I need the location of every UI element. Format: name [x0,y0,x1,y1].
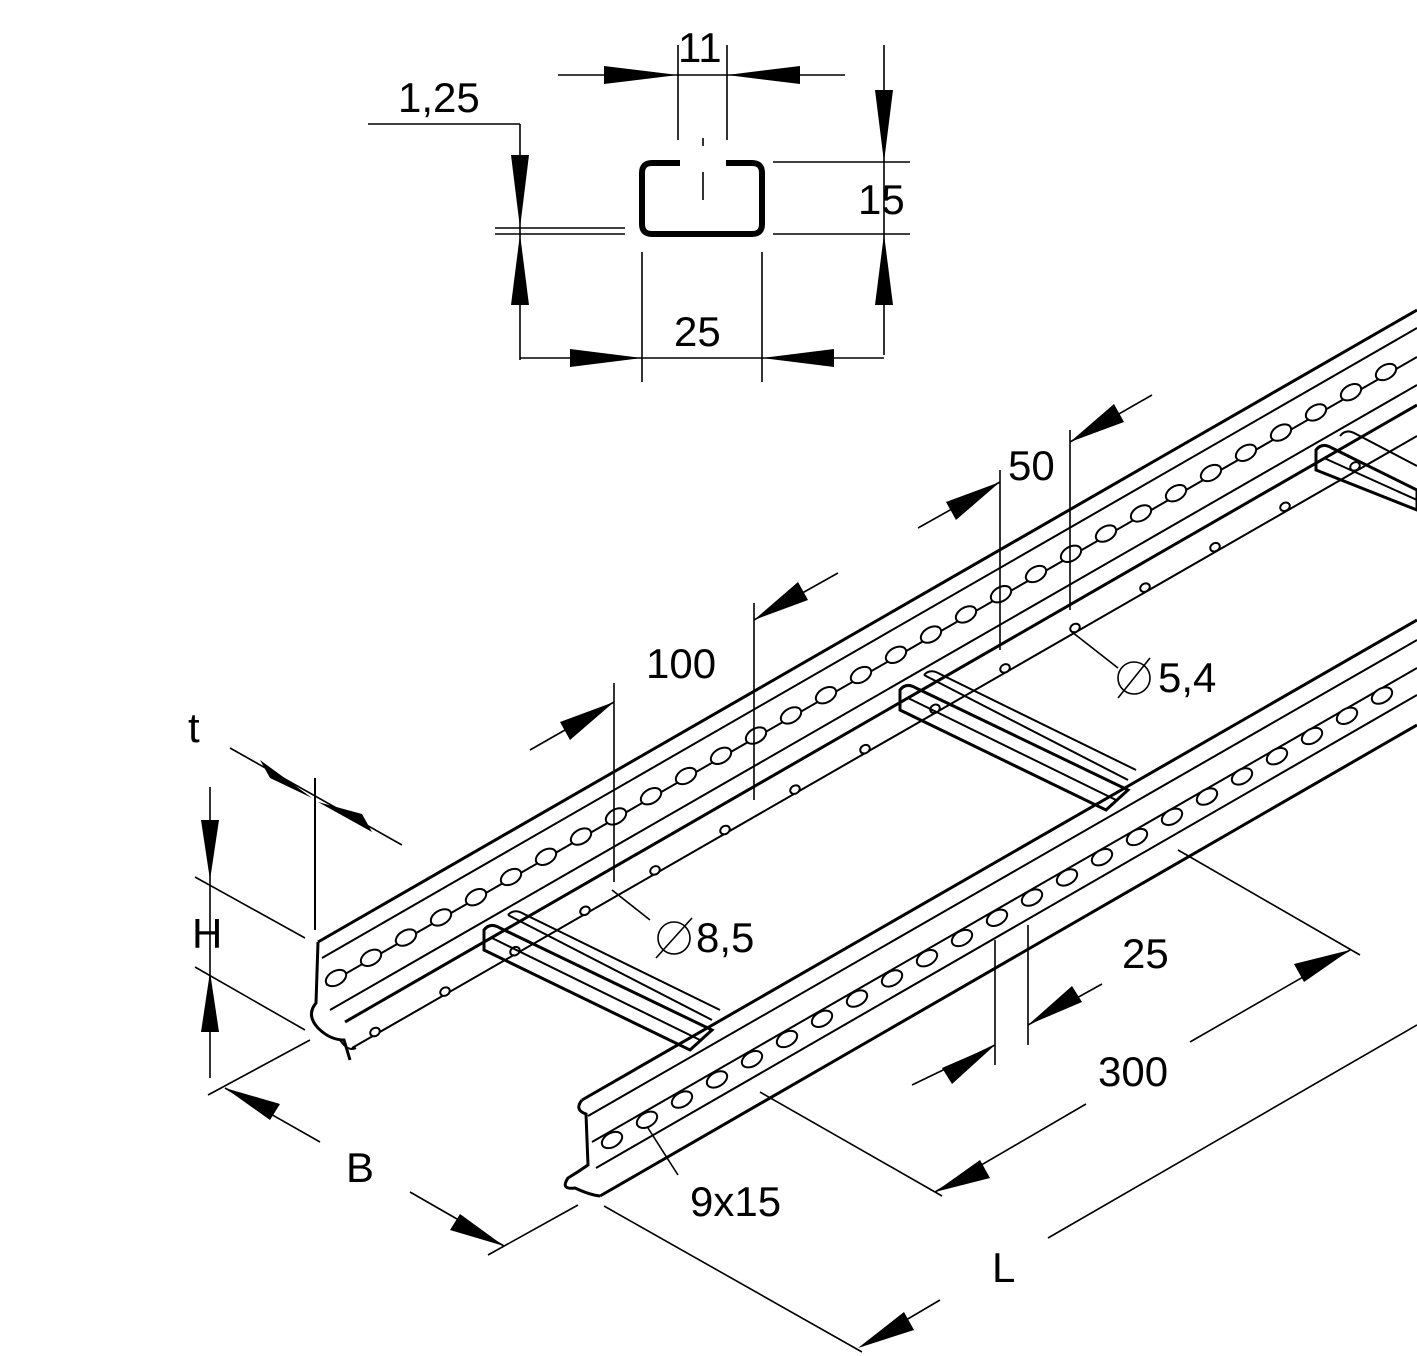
back-rail-slot [1094,524,1118,543]
front-rail-slot [1195,787,1219,806]
back-rail-slot [1024,564,1048,584]
ladder-body [310,308,1417,1198]
back-rail-slot [639,787,663,806]
label-slot-pitch-small: 50 [1008,442,1055,489]
back-rail-slots [324,362,1398,988]
front-rail-slot [1055,868,1079,887]
back-rail-hole [1349,461,1361,472]
front-rail-slot [705,1070,729,1089]
back-rail-slot [324,968,348,988]
front-rail-slot [1335,706,1359,725]
rung-1 [482,910,721,1052]
front-rail-slot [1020,888,1044,907]
label-rung-width: 25 [1122,930,1169,977]
front-rail-slot [670,1090,694,1109]
back-rail-slot [744,726,768,745]
front-rail-slot [1230,767,1254,786]
back-rail-slot [499,867,523,887]
label-profile-gap: 11 [678,24,722,71]
front-side-rail [563,618,1417,1198]
back-rail-hole [1139,582,1151,593]
front-rail-slot [1160,807,1184,826]
front-rail-slot [1125,827,1149,847]
back-rail-hole [1209,541,1221,553]
rung-2 [898,670,1137,812]
front-rail-slot [1090,848,1114,867]
label-hole-large-text: 8,5 [696,914,754,961]
label-profile-height: 15 [858,176,905,223]
back-rail-slot [394,928,418,947]
profile-section: 11 1,25 15 25 [368,24,910,382]
back-rail-slot [849,665,873,685]
back-rail-hole [369,1026,381,1038]
back-rail-slot [604,807,628,826]
back-rail-slot [1234,443,1258,462]
back-rail-hole [859,743,871,755]
rung-3 [1314,430,1417,512]
label-hole-small-text: 5,4 [1158,654,1216,701]
back-rail-slot [429,908,453,927]
front-rail-slot [985,908,1009,927]
ladder-dimensions: 50 100 5,4 8,5 t H B L 25 300 9x15 [188,394,1417,1353]
front-rail-slot [635,1110,659,1129]
back-rail-slot [1199,463,1223,483]
label-profile-width: 25 [674,308,721,355]
front-rail-slot [1265,747,1289,766]
label-slot-size: 9x15 [690,1178,781,1225]
back-rail-slot [674,766,698,786]
back-rail-slot [709,746,733,765]
back-rail-hole [579,905,591,917]
back-rail-hole [1069,622,1081,634]
front-rail-slot [600,1130,624,1150]
back-rail-hole [999,663,1011,674]
back-rail-slot [884,645,908,664]
label-hole-small: 5,4 [1117,654,1216,701]
back-rail-slot [954,605,978,624]
back-rail-slot [569,827,593,846]
back-rail-slot [1374,362,1398,382]
front-rail-slot [1370,686,1394,705]
front-rail-slot [950,928,974,948]
back-rail-slot [1339,383,1363,402]
label-hole-large: 8,5 [655,914,754,961]
label-length: L [992,1244,1015,1291]
back-rail-slot [989,585,1013,604]
front-rail-slot [915,949,939,968]
front-rail-slot [775,1029,799,1049]
back-rail-slot [814,686,838,705]
front-rail-slot [1300,726,1324,746]
back-rail-slot [779,706,803,725]
label-height: H [192,910,222,957]
front-rail-slot [880,969,904,988]
back-rail-slot [1164,484,1188,503]
back-rail-slot [1304,403,1328,422]
back-rail-hole [1279,501,1291,513]
back-rail-holes [369,461,1361,1038]
label-rung-pitch: 300 [1098,1048,1168,1095]
label-slot-pitch-large: 100 [646,640,716,687]
label-width: B [346,1144,374,1191]
back-rail-slot [464,888,488,907]
front-rail-slots [600,686,1394,1150]
back-rail-hole [789,784,801,795]
back-rail-slot [1269,423,1293,442]
back-rail-slot [359,948,383,967]
back-side-rail [310,308,1417,1061]
back-rail-slot [1129,504,1153,523]
label-thickness: t [188,704,200,751]
front-rail-slot [810,1009,834,1028]
back-rail-hole [719,824,731,836]
front-rail-slot [845,989,869,1008]
back-rail-hole [649,865,661,876]
back-rail-slot [919,625,943,644]
back-rail-slot [1059,544,1083,563]
back-rail-slot [534,847,558,866]
back-rail-hole [439,986,451,997]
front-rail-slot [740,1050,764,1069]
label-profile-thickness: 1,25 [398,74,480,121]
